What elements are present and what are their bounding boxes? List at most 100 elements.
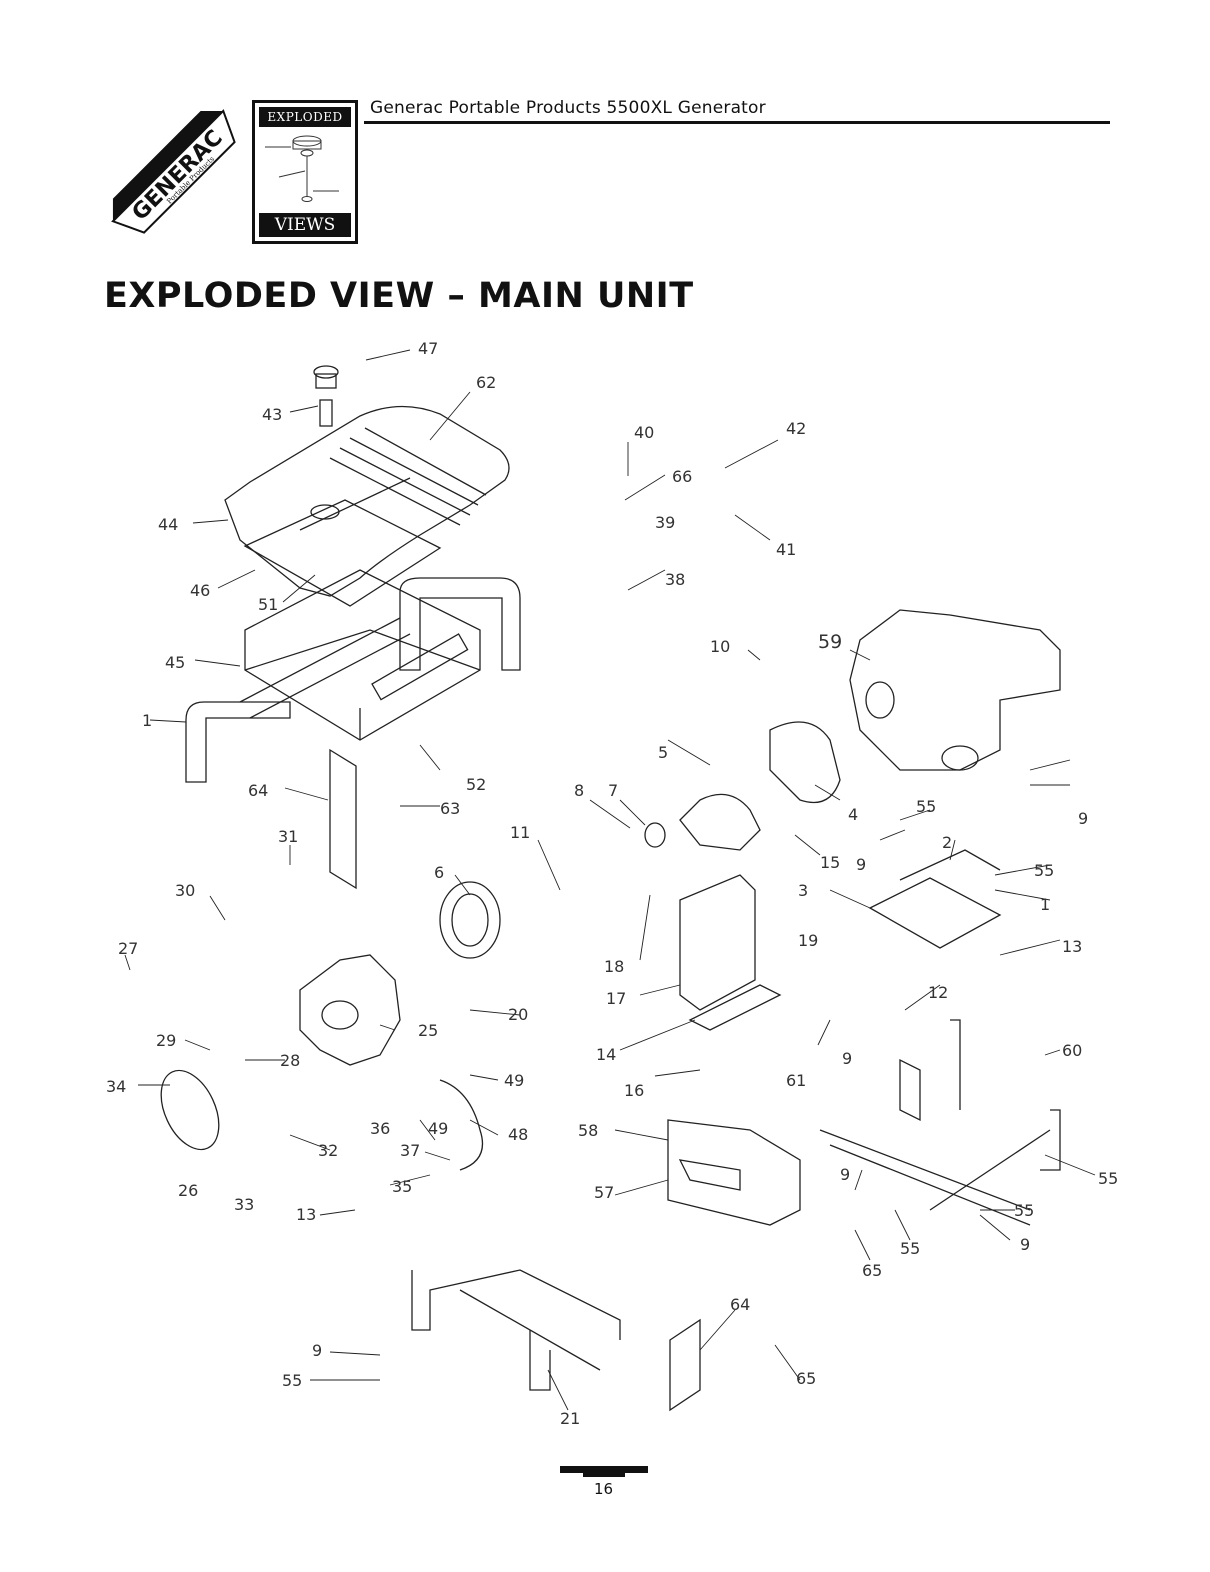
- frame-tube-lower: [411, 1269, 621, 1391]
- badge-illustration: [265, 135, 339, 202]
- leader-lines: [124, 349, 1096, 1411]
- callout-58: 58: [578, 1121, 598, 1140]
- callout-52: 52: [466, 775, 486, 794]
- callout-49-a: 49: [504, 1071, 524, 1090]
- generac-logo: GENERAC Portable Products: [111, 109, 236, 234]
- callout-2: 2: [942, 833, 952, 852]
- callout-36: 36: [370, 1119, 390, 1138]
- callout-64-a: 64: [248, 781, 268, 800]
- control-panel: [667, 1119, 801, 1226]
- callout-10: 10: [710, 637, 730, 656]
- callout-5: 5: [658, 743, 668, 762]
- callout-9-f: 55: [1014, 1201, 1034, 1220]
- footer-bar-lower: [583, 1473, 625, 1477]
- callout-42: 42: [786, 419, 806, 438]
- frame-tube-right: [819, 1109, 1061, 1226]
- callout-25: 25: [418, 1021, 438, 1040]
- callout-46: 46: [190, 581, 210, 600]
- panel-cover: [679, 874, 756, 1011]
- callout-32: 32: [318, 1141, 338, 1160]
- cradle-slot: [371, 633, 469, 701]
- fuel-cap-seat: [310, 504, 340, 520]
- callout-13-a: 13: [1062, 937, 1082, 956]
- callout-labels: 47 62 43 40 42 66 39 41 44 46 51 38 45 1…: [106, 339, 1118, 1428]
- alternator-housing: [299, 954, 401, 1066]
- callout-66: 66: [672, 467, 692, 486]
- exploded-views-badge: EXPLODED VIEWS: [252, 100, 358, 244]
- callout-55-a: 55: [916, 797, 936, 816]
- callout-17: 17: [606, 989, 626, 1008]
- callout-6: 6: [434, 863, 444, 882]
- page-heading: EXPLODED VIEW – MAIN UNIT: [104, 276, 694, 316]
- callout-9-d: 9: [840, 1165, 850, 1184]
- callout-9-b: 9: [842, 1049, 852, 1068]
- callout-41: 41: [776, 540, 796, 559]
- fuel-cap: [313, 365, 339, 379]
- callout-28: 28: [280, 1051, 300, 1070]
- bearing: [644, 822, 666, 848]
- fuel-line: [439, 1079, 484, 1171]
- callout-37: 37: [400, 1141, 420, 1160]
- callout-35: 35: [392, 1177, 412, 1196]
- callout-9-e: 1: [1040, 895, 1050, 914]
- callout-7: 7: [608, 781, 618, 800]
- callout-20: 20: [508, 1005, 528, 1024]
- callout-13-b: 13: [296, 1205, 316, 1224]
- callout-29: 29: [156, 1031, 176, 1050]
- callout-14: 14: [596, 1045, 616, 1064]
- callout-34: 34: [106, 1077, 126, 1096]
- callout-65-a: 65: [862, 1261, 882, 1280]
- footer-bar: [560, 1466, 648, 1473]
- callout-8: 8: [574, 781, 584, 800]
- engine-plate: [868, 849, 1002, 949]
- diagram-parts: [124, 349, 1096, 1412]
- callout-30: 30: [175, 881, 195, 900]
- stator: [439, 881, 501, 959]
- panel-bracket: [688, 984, 782, 1031]
- callout-40: 40: [634, 423, 654, 442]
- callout-27: 27: [118, 939, 138, 958]
- callout-4: 4: [848, 805, 858, 824]
- callout-55-c: 55: [282, 1371, 302, 1390]
- frame-tube-left: [185, 701, 291, 783]
- callout-3: 3: [798, 881, 808, 900]
- tank-ribs: [299, 427, 487, 531]
- callout-11: 11: [510, 823, 530, 842]
- badge-top-label: EXPLODED: [259, 107, 351, 127]
- callout-55-d: 55: [1034, 861, 1054, 880]
- callout-47: 47: [418, 339, 438, 358]
- callout-16: 16: [624, 1081, 644, 1100]
- callout-57: 57: [594, 1183, 614, 1202]
- fan-shroud: [769, 721, 841, 804]
- callout-43: 43: [262, 405, 282, 424]
- page-number: 16: [594, 1480, 614, 1498]
- callout-15: 15: [820, 853, 840, 872]
- tank-cradle: [244, 569, 481, 741]
- callout-31: 31: [278, 827, 298, 846]
- callout-12: 12: [928, 983, 948, 1002]
- callout-1-left: 1: [142, 711, 152, 730]
- callout-33: 33: [234, 1195, 254, 1214]
- callout-18: 18: [604, 957, 624, 976]
- callout-63: 63: [440, 799, 460, 818]
- callout-49-b: 49: [428, 1119, 448, 1138]
- callout-9-g: 9: [856, 855, 866, 874]
- callout-38: 38: [665, 570, 685, 589]
- callout-9-c: 9: [312, 1341, 322, 1360]
- callout-62: 62: [476, 373, 496, 392]
- badge-bottom-label: VIEWS: [259, 213, 351, 237]
- callout-55-e: 9: [1020, 1235, 1030, 1254]
- callout-45: 45: [165, 653, 185, 672]
- callout-44: 44: [158, 515, 178, 534]
- callout-1-right: 55: [1098, 1169, 1118, 1188]
- fuel-tank: [224, 405, 510, 597]
- callout-48: 48: [508, 1125, 528, 1144]
- muffler-guard: [160, 1069, 220, 1151]
- callout-21: 21: [560, 1409, 580, 1428]
- bracket-64: [329, 748, 357, 890]
- exploded-view-diagram: 47 62 43 40 42 66 39 41 44 46 51 38 45 1…: [106, 339, 1118, 1428]
- tank-gasket: [243, 499, 442, 607]
- callout-55-b: 55: [900, 1239, 920, 1258]
- callout-64-b: 64: [730, 1295, 750, 1314]
- callout-61: 61: [786, 1071, 806, 1090]
